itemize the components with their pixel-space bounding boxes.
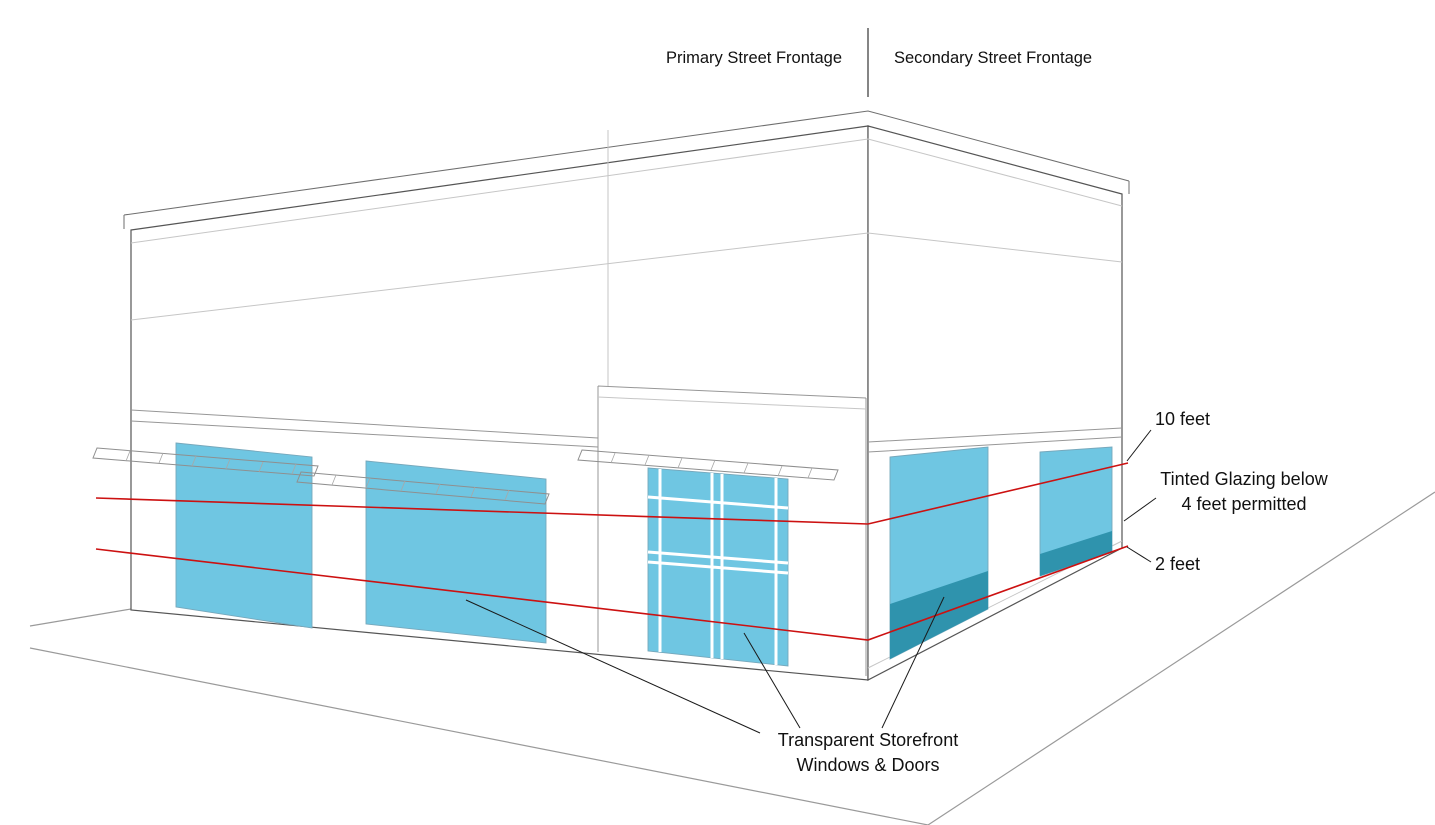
storefront-cornice-band xyxy=(130,409,1123,453)
canopy-3-hatch xyxy=(610,452,813,479)
sidewalk-curb-line xyxy=(29,491,1435,825)
storefront-window-1 xyxy=(175,442,313,629)
transparent-storefront-label-line2: Windows & Doors xyxy=(796,755,939,775)
leader-10-feet xyxy=(1126,429,1152,462)
tinted-glazing-band-window-4 xyxy=(1040,531,1112,576)
two-feet-label: 2 feet xyxy=(1155,554,1200,574)
leader-transparent-window-3 xyxy=(881,596,945,729)
secondary-frontage-label: Secondary Street Frontage xyxy=(894,49,1092,67)
canopy-1-outline xyxy=(92,447,319,477)
facade-reveal-line xyxy=(130,232,1123,321)
entry-bay-reveal xyxy=(597,130,867,410)
tinted-glazing-label-line2: 4 feet permitted xyxy=(1181,494,1306,514)
height-guide-2-feet-line xyxy=(95,545,1129,641)
leader-transparent-window-2 xyxy=(465,599,761,734)
storefront-window-2 xyxy=(365,460,547,644)
leader-transparent-door xyxy=(743,632,801,729)
ten-feet-label: 10 feet xyxy=(1155,409,1210,429)
canopy-1-hatch xyxy=(125,450,297,475)
primary-frontage-label: Primary Street Frontage xyxy=(666,49,842,67)
transparent-storefront-label-line1: Transparent Storefront xyxy=(778,730,958,750)
canopy-3-outline xyxy=(577,449,839,481)
parapet-cap xyxy=(123,110,1130,229)
entry-door-mullions xyxy=(647,469,789,665)
height-guide-10-feet-line xyxy=(95,462,1129,525)
canopy-2-hatch xyxy=(331,474,510,501)
tinted-glazing-label-line1: Tinted Glazing below xyxy=(1160,469,1328,489)
leader-2-feet xyxy=(1126,546,1152,563)
ground-line-left xyxy=(29,608,132,627)
leader-tinted-glazing xyxy=(1123,497,1157,522)
parapet-reveal xyxy=(130,138,1123,244)
canopy-2-outline xyxy=(296,471,550,505)
